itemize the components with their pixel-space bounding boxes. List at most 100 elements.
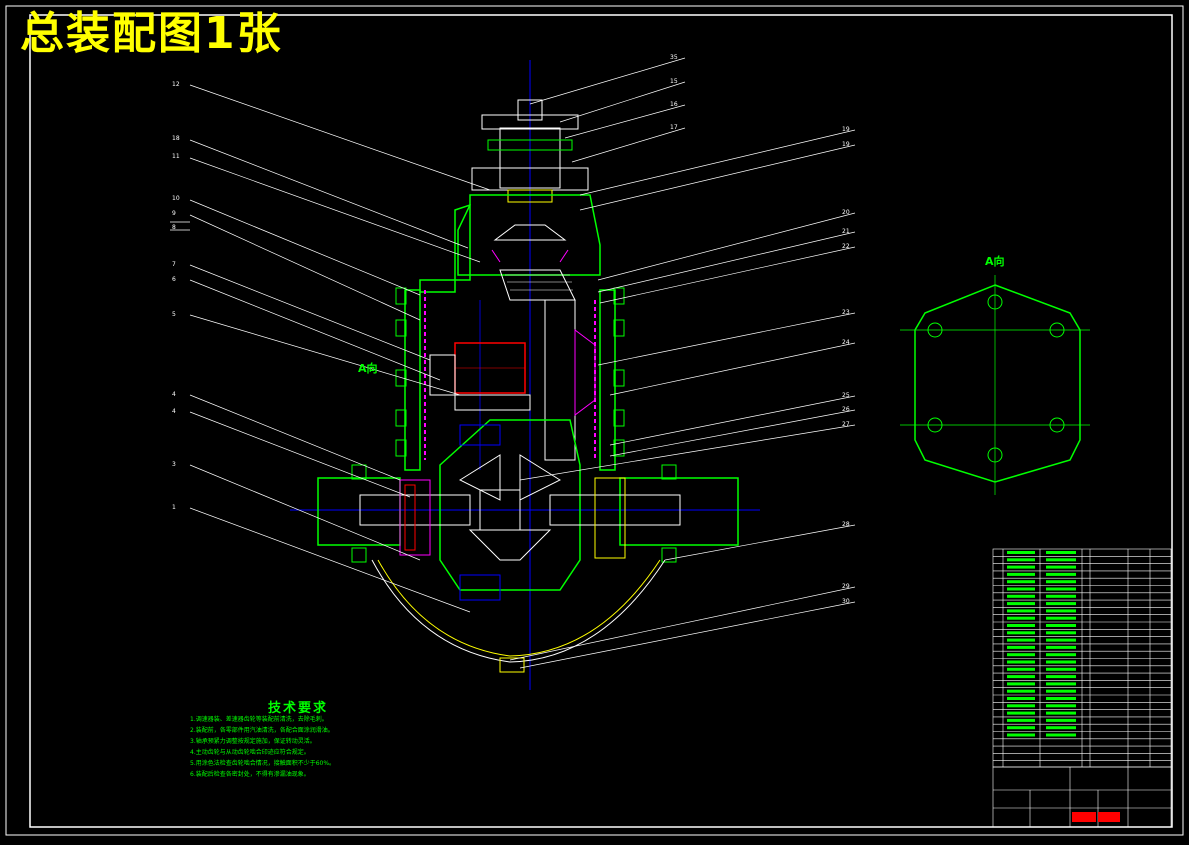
parts-list-code-cell [1007,609,1035,613]
parts-list-name-cell [1046,624,1076,627]
part-no-right-14: 27 [842,421,850,428]
planet-gear-right [519,454,562,501]
parts-list-code-cell [1007,667,1035,671]
parts-list-name-cell [1046,587,1076,591]
parts-list-code-cell [1007,689,1035,693]
part-no-right-10: 23 [842,309,850,316]
housing-wall-right [599,289,616,471]
parts-list-code-cell [1007,558,1035,562]
part-no-right-12: 25 [842,392,850,399]
parts-list-code-cell [1007,638,1035,642]
part-no-right-4: 17 [670,124,678,131]
driven-shaft [544,299,576,461]
parts-list-name-cell [1046,733,1076,737]
parts-list-code-cell [1007,594,1035,598]
parts-list-name-cell [1046,565,1076,569]
bearing-mid-right [574,329,596,416]
housing-flange-left [419,203,471,293]
parts-list-cells [1007,551,1076,737]
part-no-right-16: 29 [842,583,850,590]
upper-housing [457,194,601,276]
part-no-left-5: 9 [172,210,176,217]
parts-list-name-cell [1046,718,1076,722]
part-no-right-6: 19 [842,141,850,148]
parts-list-code-cell [1007,631,1035,635]
part-no-left-10: 4 [172,391,176,398]
tech-requirement-item: 6.装配后检查各密封处，不得有渗漏油现象。 [190,771,310,778]
leader-lines-right [509,57,856,669]
sheet-count-cell-1 [1072,812,1096,822]
part-no-right-1: 35 [670,54,678,61]
parts-list-code-cell [1007,697,1035,700]
part-no-left-1: 12 [172,81,180,88]
parts-list-name-cell [1046,645,1076,649]
housing-wall-left [404,289,421,471]
parts-list-code-cell [1007,675,1035,679]
part-no-left-4: 10 [172,195,180,202]
flange-bolts [351,464,677,563]
parts-list-code-cell [1007,624,1035,627]
tech-requirement-item: 2.装配前，各零部件用汽油清洗，各配合面涂润滑油。 [190,727,334,734]
part-no-left-13: 1 [172,504,176,511]
parts-list-code-cell [1007,711,1035,715]
part-no-left-7: 7 [172,261,176,268]
parts-list-name-cell [1046,689,1076,693]
aux-view-label: A向 [985,255,1005,268]
parts-list-name-cell [1046,682,1076,686]
drain-plug [499,657,525,673]
parts-list-name-cell [1046,660,1076,664]
part-no-left-3: 11 [172,153,180,160]
tech-requirements-heading: 技术要求 [268,701,329,716]
parts-list-name-cell [1046,572,1076,576]
part-no-left-11: 4 [172,408,176,415]
part-no-right-17: 30 [842,598,850,605]
part-no-left-2: 18 [172,135,180,142]
parts-list-name-cell [1046,609,1076,613]
plate-bolt-holes [927,294,1065,463]
part-no-left-6: 8 [172,224,176,231]
part-no-right-7: 20 [842,209,850,216]
parts-list-code-cell [1007,587,1035,591]
half-shaft-right [549,494,681,526]
parts-list-name-cell [1046,726,1076,730]
section-view-label: A向 [358,362,378,375]
main-assembly-section [170,57,856,690]
parts-list-code-cell [1007,645,1035,649]
parts-list-name-cell [1046,631,1076,635]
parts-list-name-cell [1046,653,1076,657]
parts-list-name-cell [1046,602,1076,606]
bearing-mid-left [429,354,456,396]
part-no-left-8: 6 [172,276,176,283]
axle-tube-right [619,477,739,546]
part-no-left-9: 5 [172,311,176,318]
part-no-right-3: 16 [670,101,678,108]
tech-requirements-list: 1.调速器装、差速器齿轮等装配前清洗，去除毛刺。 2.装配前，各零部件用汽油清洗… [190,714,520,780]
lower-bearing-cap [454,394,531,411]
parts-list-name-cell [1046,667,1076,671]
parts-list-name-cell [1046,638,1076,642]
differential-case [439,419,581,591]
parts-list-table [992,548,1172,768]
parts-list-code-cell [1007,682,1035,686]
parts-list-code-cell [1007,580,1035,584]
parts-list-name-cell [1046,697,1076,700]
parts-list-name-cell [1046,551,1076,554]
tech-requirement-item: 5.用涂色法检查齿轮啮合情况，接触面积不少于60%。 [190,760,336,767]
cross-pin-top [459,424,501,446]
wall-bolts [395,287,625,457]
parts-list-name-cell [1046,580,1076,584]
parts-list-code-cell [1007,616,1035,620]
leader-lines-left [170,84,491,613]
shaft-nut [517,99,543,121]
tech-requirement-item: 4.主动齿轮与从动齿轮啮合印迹应符合规定。 [190,749,310,756]
drawing-title: 总装配图1张 [20,8,283,59]
parts-list-name-cell [1046,616,1076,620]
parts-list-code-cell [1007,718,1035,722]
outer-frame [5,5,1184,836]
part-no-right-2: 15 [670,78,678,85]
part-no-right-9: 22 [842,243,850,250]
inner-frame [29,14,1173,828]
parts-list-code-cell [1007,726,1035,730]
